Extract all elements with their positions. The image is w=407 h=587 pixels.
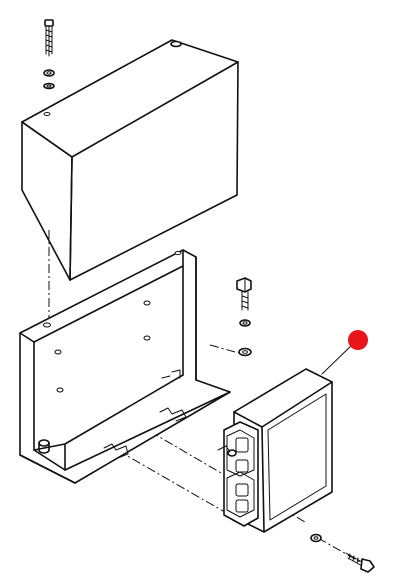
callout-leader-line — [321, 342, 355, 375]
bracket-icon — [19, 249, 231, 484]
bottom-screw-icon — [345, 552, 375, 573]
bottom-washer-icon — [310, 533, 322, 543]
callout-dot — [348, 330, 368, 350]
cover-icon — [21, 39, 239, 281]
side-bolt-icon — [236, 277, 252, 311]
top-screw-icon — [44, 19, 54, 57]
lock-washer-icon — [239, 319, 251, 327]
top-washer-icon — [43, 69, 55, 90]
module-icon — [217, 368, 333, 533]
flat-washer-icon — [238, 347, 252, 357]
